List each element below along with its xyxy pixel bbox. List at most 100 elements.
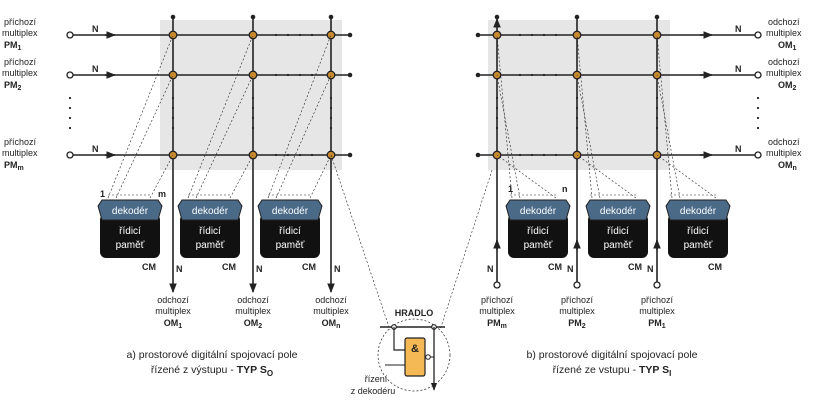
output-label-name: OMn bbox=[778, 160, 797, 172]
decoder-label: dekodér bbox=[520, 206, 557, 217]
output-terminal bbox=[754, 31, 762, 39]
decoder-range-start: 1 bbox=[100, 189, 105, 199]
left-control-lines bbox=[107, 34, 332, 199]
input-label-line1: příchozí bbox=[481, 295, 514, 305]
output-label-line1: odchozí bbox=[768, 137, 800, 147]
input-label-line2: multiplex bbox=[2, 68, 38, 78]
input-label-line2: multiplex bbox=[639, 306, 675, 316]
crosspoint-gate bbox=[248, 70, 258, 80]
control-memory bbox=[668, 214, 728, 258]
left-input-lines: N N N bbox=[66, 24, 353, 159]
memory-label-line2: paměť bbox=[116, 240, 145, 251]
output-label-name: OM1 bbox=[164, 318, 183, 330]
control-memory bbox=[260, 214, 320, 258]
memory-label-line2: paměť bbox=[196, 240, 225, 251]
line-end-dot bbox=[347, 72, 353, 78]
input-terminal bbox=[493, 281, 501, 289]
input-terminal bbox=[573, 281, 581, 289]
input-label-line2: multiplex bbox=[2, 28, 38, 38]
output-label-name: OM2 bbox=[244, 318, 263, 330]
decoder-label: dekodér bbox=[192, 206, 229, 217]
left-input-labels: příchozí multiplex PM1 příchozí multiple… bbox=[2, 17, 38, 172]
output-label-line1: odchozí bbox=[768, 57, 800, 67]
input-label-line1: příchozí bbox=[4, 57, 37, 67]
decoder-range-start: 1 bbox=[508, 184, 513, 194]
crosspoint-gate bbox=[572, 30, 582, 40]
crosspoint-gate bbox=[326, 30, 336, 40]
control-memory bbox=[588, 214, 648, 258]
memory-label-line1: řídicí bbox=[527, 226, 549, 237]
crosspoint-gate bbox=[492, 30, 502, 40]
cm-tag: CM bbox=[628, 262, 642, 272]
memory-label-line1: řídicí bbox=[279, 226, 301, 237]
bus-width-label: N bbox=[92, 64, 99, 74]
input-label-line2: multiplex bbox=[559, 306, 595, 316]
output-label-name: OM2 bbox=[778, 80, 797, 92]
left-caption: a) prostorové digitální spojovací pole ř… bbox=[126, 349, 297, 378]
output-label-line1: odchozí bbox=[237, 295, 269, 305]
right-control-block-3: dekodér řídicí paměť CM bbox=[665, 199, 731, 272]
output-terminal bbox=[754, 151, 762, 159]
cm-tag: CM bbox=[142, 262, 156, 272]
caption-line1: a) prostorové digitální spojovací pole bbox=[126, 349, 297, 361]
decoder bbox=[665, 199, 731, 221]
output-label-line1: odchozí bbox=[157, 295, 189, 305]
decoder-label: dekodér bbox=[112, 206, 149, 217]
bus-width-label: N bbox=[735, 64, 742, 74]
input-label-name: PM2 bbox=[4, 80, 22, 92]
bus-width-label: N bbox=[647, 264, 654, 274]
gate-title: HRADLO bbox=[395, 308, 434, 318]
caption-line1: b) prostorové digitální spojovací pole bbox=[526, 349, 697, 361]
right-crosspoint-area bbox=[488, 20, 670, 170]
input-terminal bbox=[66, 71, 74, 79]
input-terminal bbox=[653, 281, 661, 289]
caption-line2: řízené ze vstupu - TYP SI bbox=[553, 364, 672, 378]
output-label-line2: multiplex bbox=[766, 28, 802, 38]
cm-tag: CM bbox=[548, 262, 562, 272]
memory-label-line2: paměť bbox=[684, 240, 713, 251]
decoder bbox=[505, 199, 571, 221]
memory-label-line1: řídicí bbox=[119, 226, 141, 237]
right-control-lines bbox=[496, 34, 718, 199]
bus-width-label: N bbox=[487, 264, 494, 274]
left-switch-field: N N N N N N bbox=[2, 14, 353, 378]
left-output-labels: odchozí multiplex OM1 odchozí multiplex … bbox=[155, 295, 349, 330]
decoder bbox=[177, 199, 243, 221]
left-control-block-3: dekodér řídicí paměť CM bbox=[257, 199, 323, 272]
input-label-line1: příchozí bbox=[4, 137, 37, 147]
input-label-line2: multiplex bbox=[479, 306, 515, 316]
caption-line2: řízené z výstupu - TYP SO bbox=[151, 364, 273, 378]
left-crosspoint-area bbox=[160, 20, 342, 170]
output-label-name: OMn bbox=[322, 318, 341, 330]
output-terminal bbox=[754, 71, 762, 79]
gate-control-line1: řízení bbox=[365, 374, 388, 384]
bus-width-label: N bbox=[334, 264, 341, 274]
and-gate-symbol: & bbox=[411, 343, 419, 355]
bus-width-label: N bbox=[735, 144, 742, 154]
bus-width-label: N bbox=[567, 264, 574, 274]
output-label-line1: odchozí bbox=[768, 17, 800, 27]
right-control-block-1: dekodér řídicí paměť CM bbox=[505, 199, 571, 272]
decoder bbox=[585, 199, 651, 221]
left-control-block-1: dekodér řídicí paměť CM bbox=[97, 199, 163, 272]
bus-width-label: N bbox=[92, 144, 99, 154]
crosspoint-gate bbox=[652, 30, 662, 40]
input-label-name: PM2 bbox=[568, 318, 586, 330]
input-label-line1: příchozí bbox=[4, 17, 37, 27]
gate-control-line2: z dekodéru bbox=[351, 386, 396, 396]
memory-label-line2: paměť bbox=[604, 240, 633, 251]
cm-tag: CM bbox=[302, 262, 316, 272]
right-control-block-2: dekodér řídicí paměť CM bbox=[585, 199, 651, 272]
line-end-dot bbox=[347, 152, 353, 158]
input-label-name: PMm bbox=[487, 318, 507, 330]
output-label-line2: multiplex bbox=[766, 68, 802, 78]
bus-width-label: N bbox=[256, 264, 263, 274]
input-label-line1: příchozí bbox=[561, 295, 594, 305]
decoder-range-end: m bbox=[158, 189, 166, 199]
gate-detail: HRADLO & řízení z dekodéru bbox=[330, 154, 498, 396]
memory-label-line1: řídicí bbox=[687, 226, 709, 237]
right-input-lines: N N N bbox=[487, 14, 661, 289]
line-end-dot bbox=[347, 32, 353, 38]
memory-label-line1: řídicí bbox=[199, 226, 221, 237]
